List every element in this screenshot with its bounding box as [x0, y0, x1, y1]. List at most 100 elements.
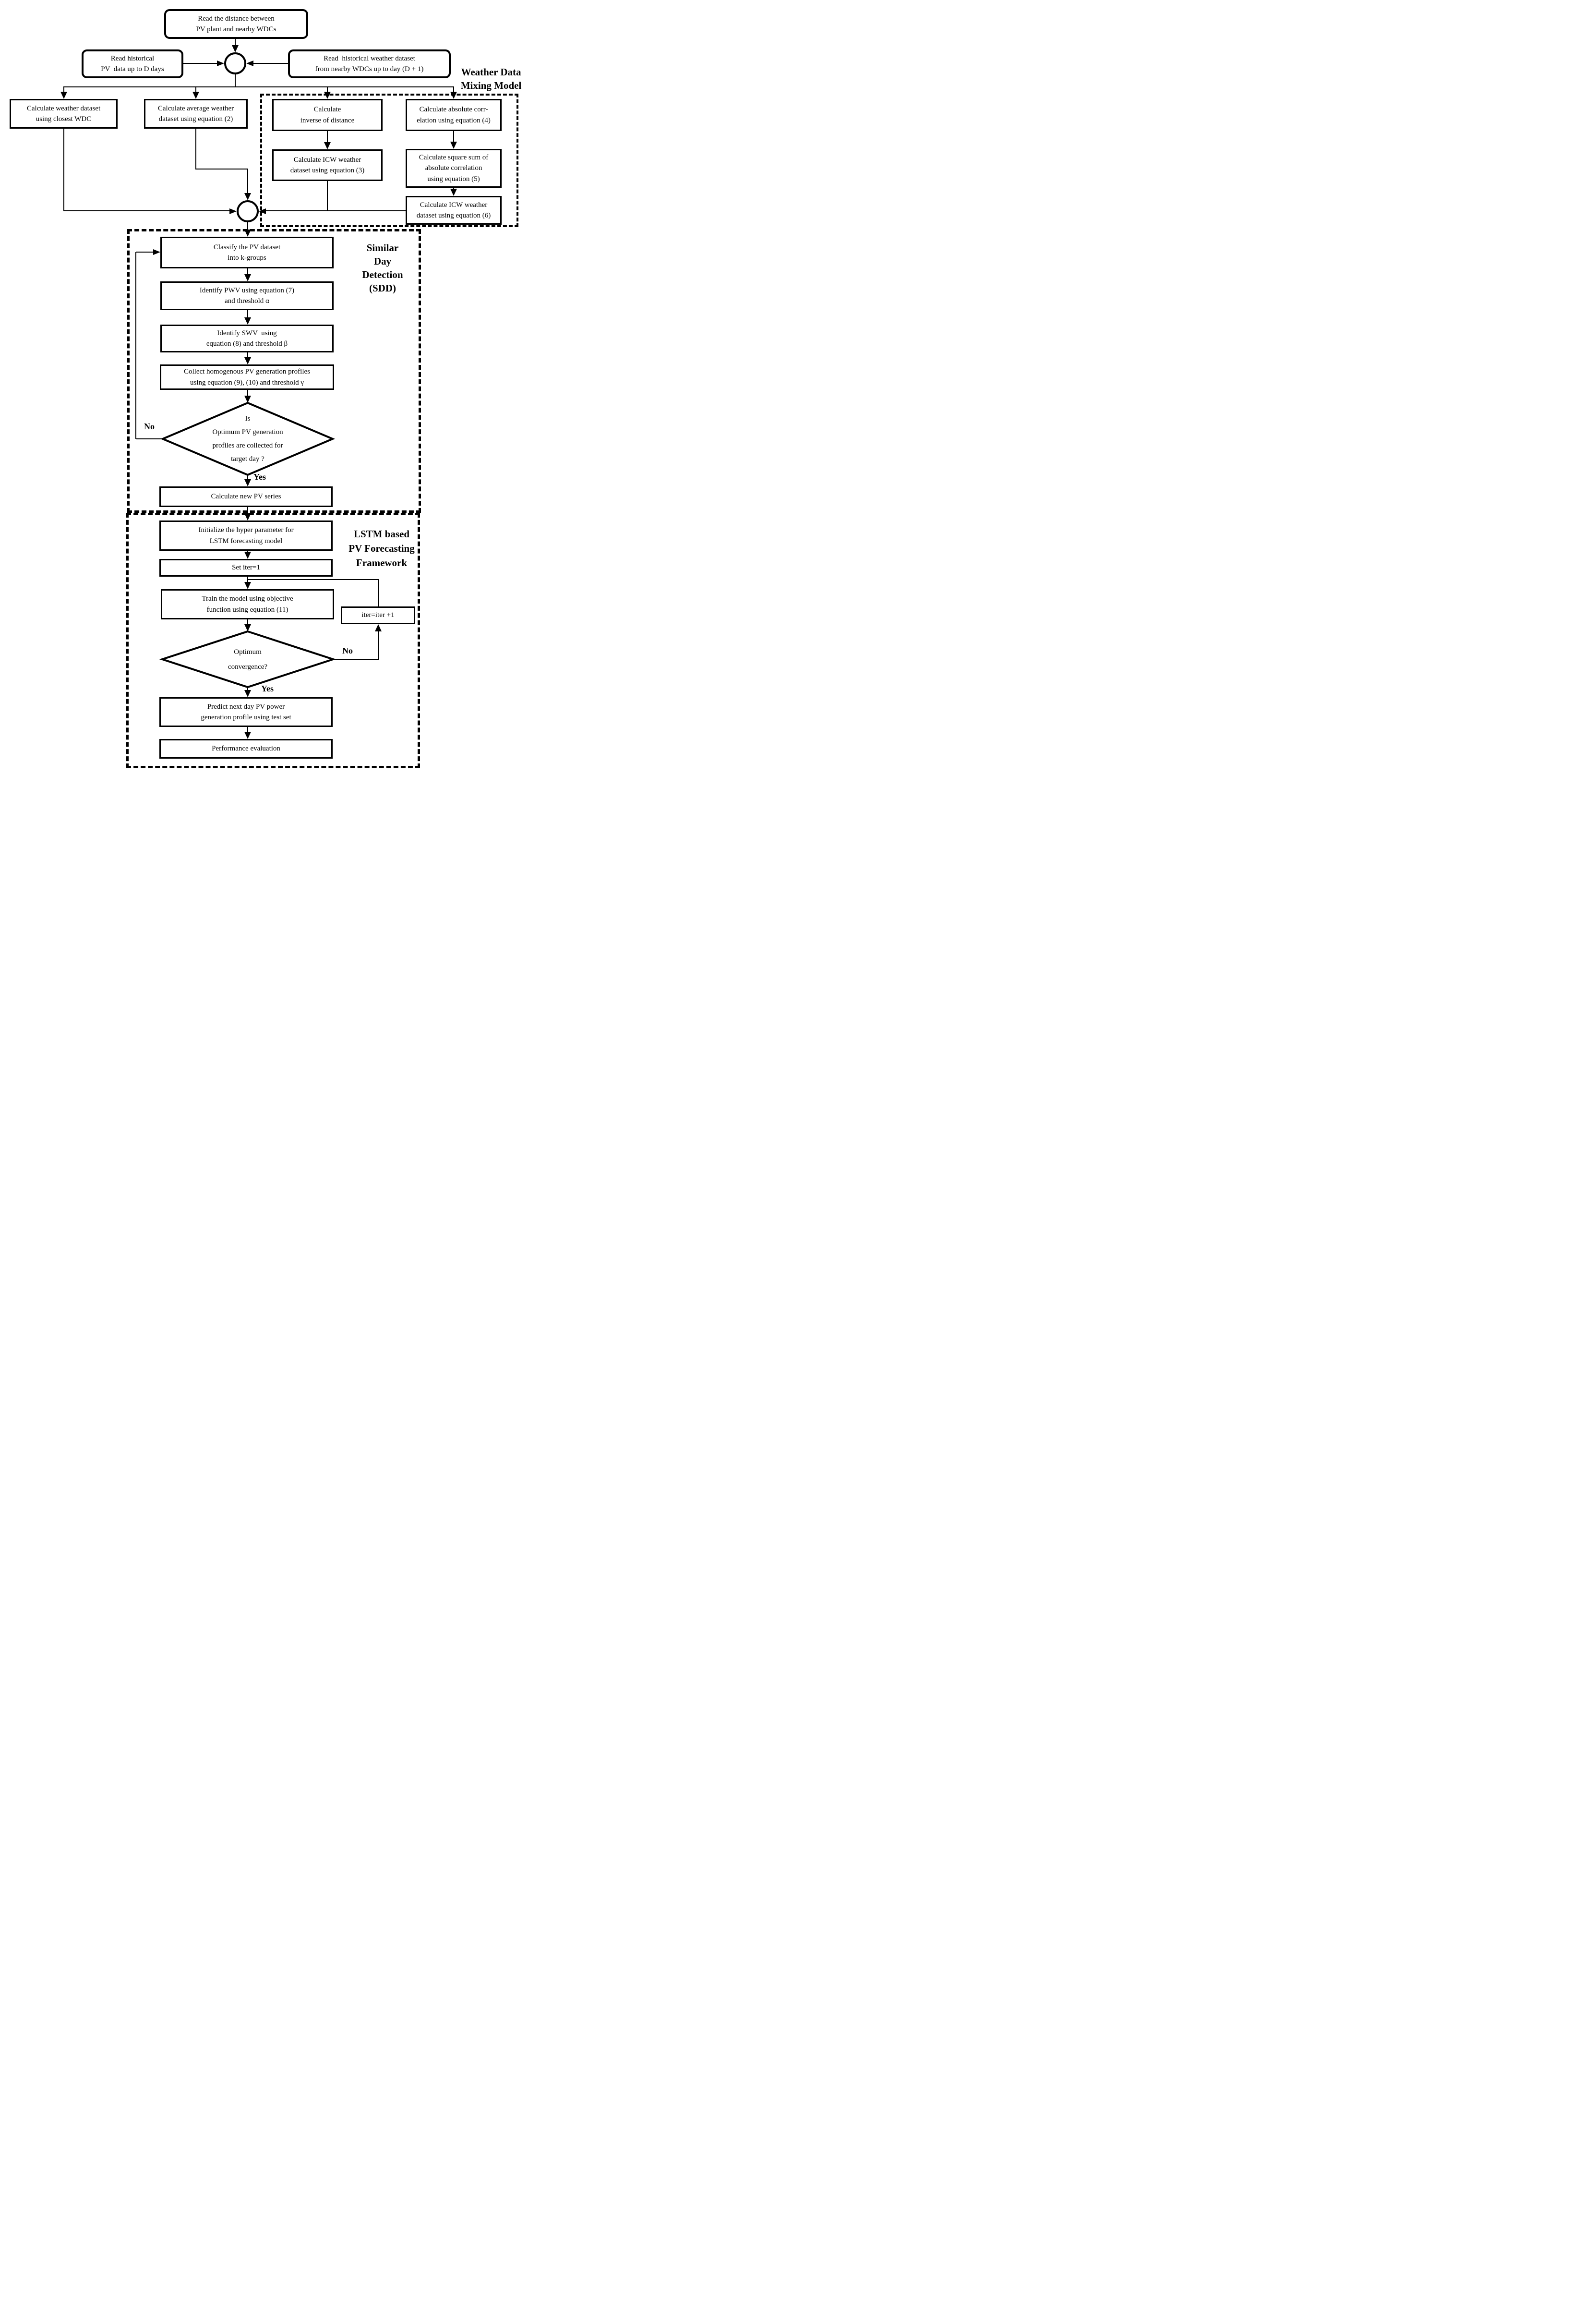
- yes-label-lstm: Yes: [261, 684, 274, 693]
- arrowhead-down-icon: [60, 92, 67, 99]
- node-predict-next-day: Predict next day PV power generation pro…: [159, 697, 333, 727]
- connector-line: [327, 181, 328, 211]
- connector-line: [247, 268, 248, 275]
- connector-line: [247, 222, 248, 230]
- connector-line: [136, 252, 154, 253]
- node-text: using equation (9), (10) and threshold γ: [190, 378, 304, 387]
- section-label-text: Mixing Model: [460, 80, 522, 91]
- node-text: Set iter=1: [232, 564, 260, 572]
- node-performance-eval: Performance evaluation: [159, 739, 333, 759]
- connector-line: [247, 507, 248, 514]
- connector-line: [247, 352, 248, 358]
- node-text: convergence?: [228, 663, 268, 671]
- node-text: Calculate ICW weather: [293, 156, 361, 164]
- arrowhead-down-icon: [244, 552, 251, 559]
- arrowhead-down-icon: [244, 513, 251, 520]
- node-text: Train the model using objective: [202, 595, 293, 603]
- node-text: using equation (5): [427, 175, 480, 183]
- node-text: Calculate square sum of: [419, 153, 489, 161]
- node-text: Calculate weather dataset: [26, 104, 101, 112]
- node-text: PV data up to D days: [101, 65, 164, 73]
- lstm-boundary: [126, 513, 420, 768]
- connector-line: [183, 63, 218, 64]
- node-calc-inverse-distance: Calculate inverse of distance: [272, 99, 383, 131]
- connector-line: [235, 74, 236, 87]
- sdd-decision-text: Is Optimum PV generation profiles are co…: [163, 412, 333, 466]
- node-text: Identify SWV using: [217, 329, 277, 337]
- section-label-text: Framework: [356, 557, 408, 569]
- connector-line: [195, 129, 196, 169]
- arrowhead-down-icon: [244, 624, 251, 631]
- connector-line: [453, 131, 454, 143]
- node-text: from nearby WDCs up to day (D + 1): [315, 65, 424, 73]
- arrowhead-down-icon: [244, 582, 251, 589]
- no-label-sdd: No: [144, 422, 155, 431]
- connector-line: [247, 687, 248, 690]
- connector-line: [136, 438, 163, 439]
- node-identify-pwv: Identify PWV using equation (7) and thre…: [160, 281, 334, 310]
- flowchart-canvas: Read the distance between PV plant and n…: [0, 0, 529, 775]
- connector-line: [247, 390, 248, 396]
- sdd-label: Similar Day Detection (SDD): [354, 241, 411, 295]
- node-calc-abs-correlation: Calculate absolute corr- elation using e…: [406, 99, 502, 131]
- arrowhead-down-icon: [244, 396, 251, 403]
- arrowhead-right-icon: [217, 61, 224, 66]
- node-text: profiles are collected for: [212, 442, 283, 449]
- arrowhead-down-icon: [244, 357, 251, 364]
- connector-line: [63, 87, 64, 93]
- arrowhead-down-icon: [324, 142, 331, 149]
- arrowhead-down-icon: [192, 92, 199, 99]
- node-iter-increment: iter=iter +1: [341, 606, 415, 624]
- section-label-text: Detection: [362, 269, 403, 280]
- node-text: target day ?: [231, 455, 264, 463]
- weather-mixing-model-boundary: [260, 94, 518, 227]
- arrowhead-left-icon: [259, 208, 266, 214]
- node-text: Predict next day PV power: [207, 702, 285, 711]
- connector-line: [63, 210, 229, 211]
- arrowhead-down-icon: [450, 92, 457, 99]
- node-text: LSTM forecasting model: [209, 537, 283, 545]
- section-label-text: LSTM based: [353, 528, 410, 540]
- section-label-text: Similar: [366, 242, 399, 254]
- connector-line: [378, 631, 379, 659]
- node-text: Read historical: [110, 54, 155, 62]
- node-text: using closest WDC: [36, 115, 92, 123]
- arrowhead-down-icon: [244, 732, 251, 739]
- node-init-hyper: Initialize the hyper parameter for LSTM …: [159, 520, 333, 551]
- node-text: dataset using equation (2): [158, 115, 233, 123]
- node-text: Performance evaluation: [212, 745, 280, 753]
- connector-line: [235, 39, 236, 46]
- node-read-distance: Read the distance between PV plant and n…: [164, 9, 308, 39]
- node-text: Optimum: [234, 648, 262, 656]
- node-train-model: Train the model using objective function…: [161, 589, 334, 619]
- node-calc-icw-eq3: Calculate ICW weather dataset using equa…: [272, 149, 383, 181]
- node-text: Collect homogenous PV generation profile…: [183, 368, 310, 375]
- connector-line: [378, 580, 379, 606]
- arrowhead-down-icon: [244, 479, 251, 486]
- section-label-text: Day: [373, 255, 392, 267]
- node-calc-new-pv: Calculate new PV series: [159, 486, 333, 507]
- node-text: Calculate ICW weather: [420, 201, 488, 209]
- arrowhead-down-icon: [244, 274, 251, 281]
- connector-line: [247, 619, 248, 625]
- node-calc-icw-eq6: Calculate ICW weather dataset using equa…: [406, 196, 502, 225]
- section-label-text: (SDD): [369, 282, 396, 294]
- node-text: iter=iter +1: [361, 611, 395, 619]
- connector-line: [248, 579, 379, 580]
- node-text: PV plant and nearby WDCs: [196, 25, 276, 33]
- sdd-boundary: [127, 229, 421, 513]
- node-text: Calculate: [313, 106, 341, 113]
- node-calc-square-sum: Calculate square sum of absolute correla…: [406, 149, 502, 188]
- node-read-pv-history: Read historical PV data up to D days: [82, 49, 183, 78]
- connector-line: [247, 310, 248, 318]
- diamond-shape: [160, 401, 336, 476]
- node-text: Read historical weather dataset: [324, 54, 415, 62]
- arrowhead-down-icon: [244, 317, 251, 325]
- connector-line: [327, 87, 328, 93]
- connector-line: [266, 210, 406, 211]
- convergence-decision-text: Optimum convergence?: [162, 645, 333, 675]
- node-calc-avg-weather: Calculate average weather dataset using …: [144, 99, 248, 129]
- arrowhead-up-icon: [375, 624, 382, 631]
- connector-line: [247, 475, 248, 480]
- node-set-iter: Set iter=1: [159, 559, 333, 577]
